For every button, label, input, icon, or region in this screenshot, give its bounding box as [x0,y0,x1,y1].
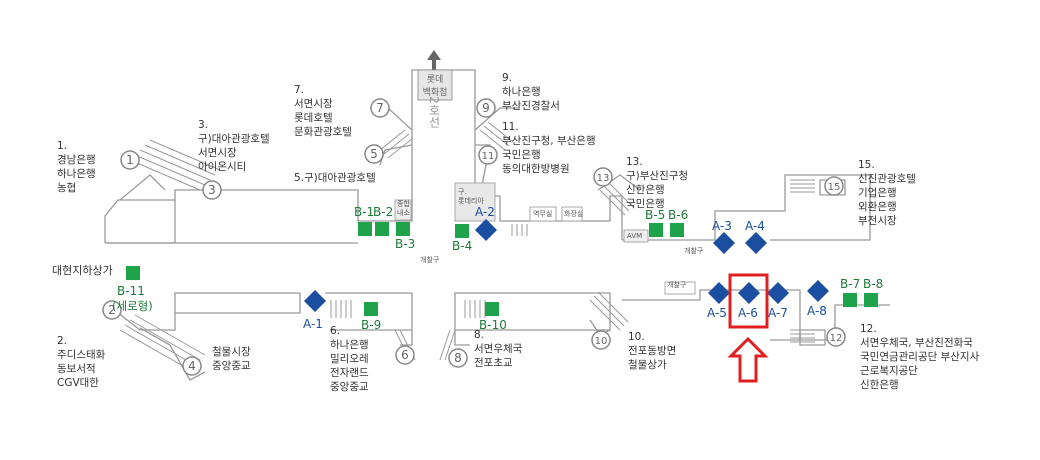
marker-b-3-label: B-3 [395,237,416,251]
svg-text:1: 1 [126,153,134,167]
marker-b-2 [375,222,389,236]
svg-text:6: 6 [401,348,409,362]
exit-8-circle: 8 [448,348,468,368]
marker-a-3 [713,232,735,254]
marker-a-7 [767,282,789,304]
marker-b-6-label: B-6 [668,208,689,222]
marker-b-1-label: B-1 [354,205,375,219]
exit-13-circle: 13 [593,167,613,187]
svg-text:8: 8 [454,351,462,365]
exit-7-circle: 7 [370,98,390,118]
marker-b-1 [358,222,372,236]
marker-a-8-label: A-8 [807,304,827,318]
marker-a-4 [745,232,767,254]
svg-text:5: 5 [370,147,378,161]
marker-b-5-label: B-5 [645,208,666,222]
marker-a-5 [708,282,730,304]
exit-10-circle: 10 [591,330,611,350]
svg-text:3: 3 [208,183,216,197]
gate-label-1: 개찰구 [667,281,687,289]
marker-b-6 [670,223,684,237]
exit-9-circle: 9 [476,98,496,118]
svg-text:9: 9 [482,101,490,115]
marker-b-11-label: B-11 [117,284,145,298]
exit-1-circle: 1 [120,150,140,170]
marker-a-6-label: A-6 [738,306,758,320]
marker-a-1-label: A-1 [303,317,323,331]
exit-5-label: 5.구)대아관광호텔 [294,172,376,184]
svg-text:15: 15 [828,182,841,193]
marker-b-11 [126,266,140,280]
marker-b-2-label: B-2 [373,205,394,219]
marker-a-2 [475,219,497,241]
marker-b-4-label: B-4 [452,239,473,253]
hollow-up-arrow-icon [727,336,769,383]
marker-b-8-label: B-8 [863,277,884,291]
marker-a-3-label: A-3 [712,219,732,233]
svg-text:7: 7 [376,101,384,115]
gate-label-3: 개찰구 [420,256,440,264]
exit-6-circle: 6 [395,345,415,365]
gate-label-2: 개찰구 [684,247,704,255]
marker-b-4 [455,224,469,238]
svg-text:2: 2 [108,303,116,317]
svg-text:12: 12 [830,333,843,344]
exit-12-circle: 12 [826,327,846,347]
marker-b-10 [485,302,499,316]
marker-a-6 [738,282,760,304]
marker-b-3 [396,222,410,236]
b11-note: (세로형) [112,299,153,313]
svg-text:13: 13 [597,173,610,184]
exit-3-circle: 3 [202,180,222,200]
marker-b-8 [864,293,878,307]
line-2-label: 2호선 [427,96,441,128]
marker-a-2-label: A-2 [475,205,495,219]
lower-corridor [174,292,301,314]
exit-11-circle: 11 [478,145,498,165]
station-office-label: 역무실 [533,210,553,218]
lotte-label-2: 백화점 [423,86,448,98]
old-lotteria-label: 구.롯데리아 [458,188,484,205]
toilet-label: 화장실 [564,210,584,218]
exit-4-circle: 4 [182,356,202,376]
marker-a-8 [807,280,829,302]
avm-label: AVM [627,232,643,240]
svg-text:11: 11 [482,151,495,162]
marker-b-9 [364,302,378,316]
svg-text:10: 10 [595,336,608,347]
marker-b-7 [843,293,857,307]
marker-b-9-label: B-9 [361,318,382,332]
marker-a-4-label: A-4 [745,219,765,233]
highlight-box [728,273,769,329]
arrow-up-icon [427,50,441,70]
lotte-label-1: 롯데 [427,74,444,85]
exit-2-circle: 2 [102,300,122,320]
marker-b-5 [649,223,663,237]
marker-a-1 [304,290,326,312]
marker-b-10-label: B-10 [479,318,507,332]
exit-15-circle: 15 [824,176,844,196]
exit-5-circle: 5 [364,144,384,164]
marker-a-5-label: A-5 [707,306,727,320]
svg-text:4: 4 [188,359,196,373]
daehyun-mall-label: 대현지하상가 [52,264,113,277]
marker-b-7-label: B-7 [840,277,861,291]
marker-a-7-label: A-7 [768,306,788,320]
